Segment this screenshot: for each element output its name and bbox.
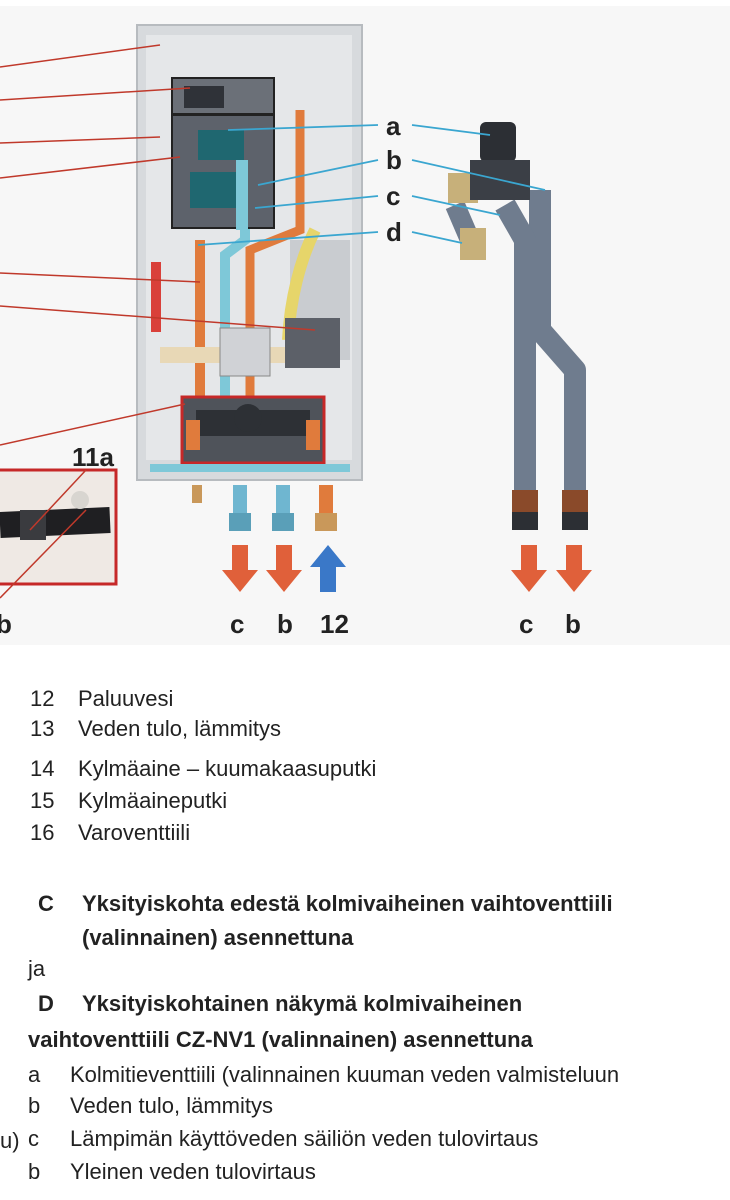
left-fragment: u) (0, 1128, 20, 1153)
left-callout-lines (0, 44, 316, 446)
flow-arrows (222, 545, 592, 592)
three-way-valve-pipe-assembly (445, 122, 588, 530)
callout-a: a (386, 111, 401, 141)
detail-label: 11a (72, 442, 114, 472)
callout-c: c (386, 181, 400, 211)
arrow-down-b (266, 545, 302, 592)
arrow-down-c-pipe (511, 545, 547, 592)
edge-label: b (0, 609, 12, 639)
arrow-down-c (222, 545, 258, 592)
bottom-label-b: b (277, 609, 293, 639)
indoor-unit-drawing (136, 24, 363, 531)
letter-callout-lines (197, 124, 546, 246)
arrow-down-b-pipe (556, 545, 592, 592)
detail-inset (0, 468, 118, 599)
section-d-heading-cont: vaihtoventtiili CZ-NV1 (valinnainen) ase… (28, 1027, 533, 1052)
pipe-label-c: c (519, 609, 533, 639)
pipe-label-b: b (565, 609, 581, 639)
callout-d: d (386, 217, 402, 247)
conjunction: ja (28, 956, 46, 981)
bottom-label-12: 12 (320, 609, 349, 639)
section-c-heading-cont: (valinnainen) asennettuna (82, 925, 354, 950)
bottom-label-c: c (230, 609, 244, 639)
arrow-up-12 (310, 545, 346, 592)
callout-b: b (386, 145, 402, 175)
technical-illustration: a b c d 11a b c b 12 c b (0, 24, 592, 639)
